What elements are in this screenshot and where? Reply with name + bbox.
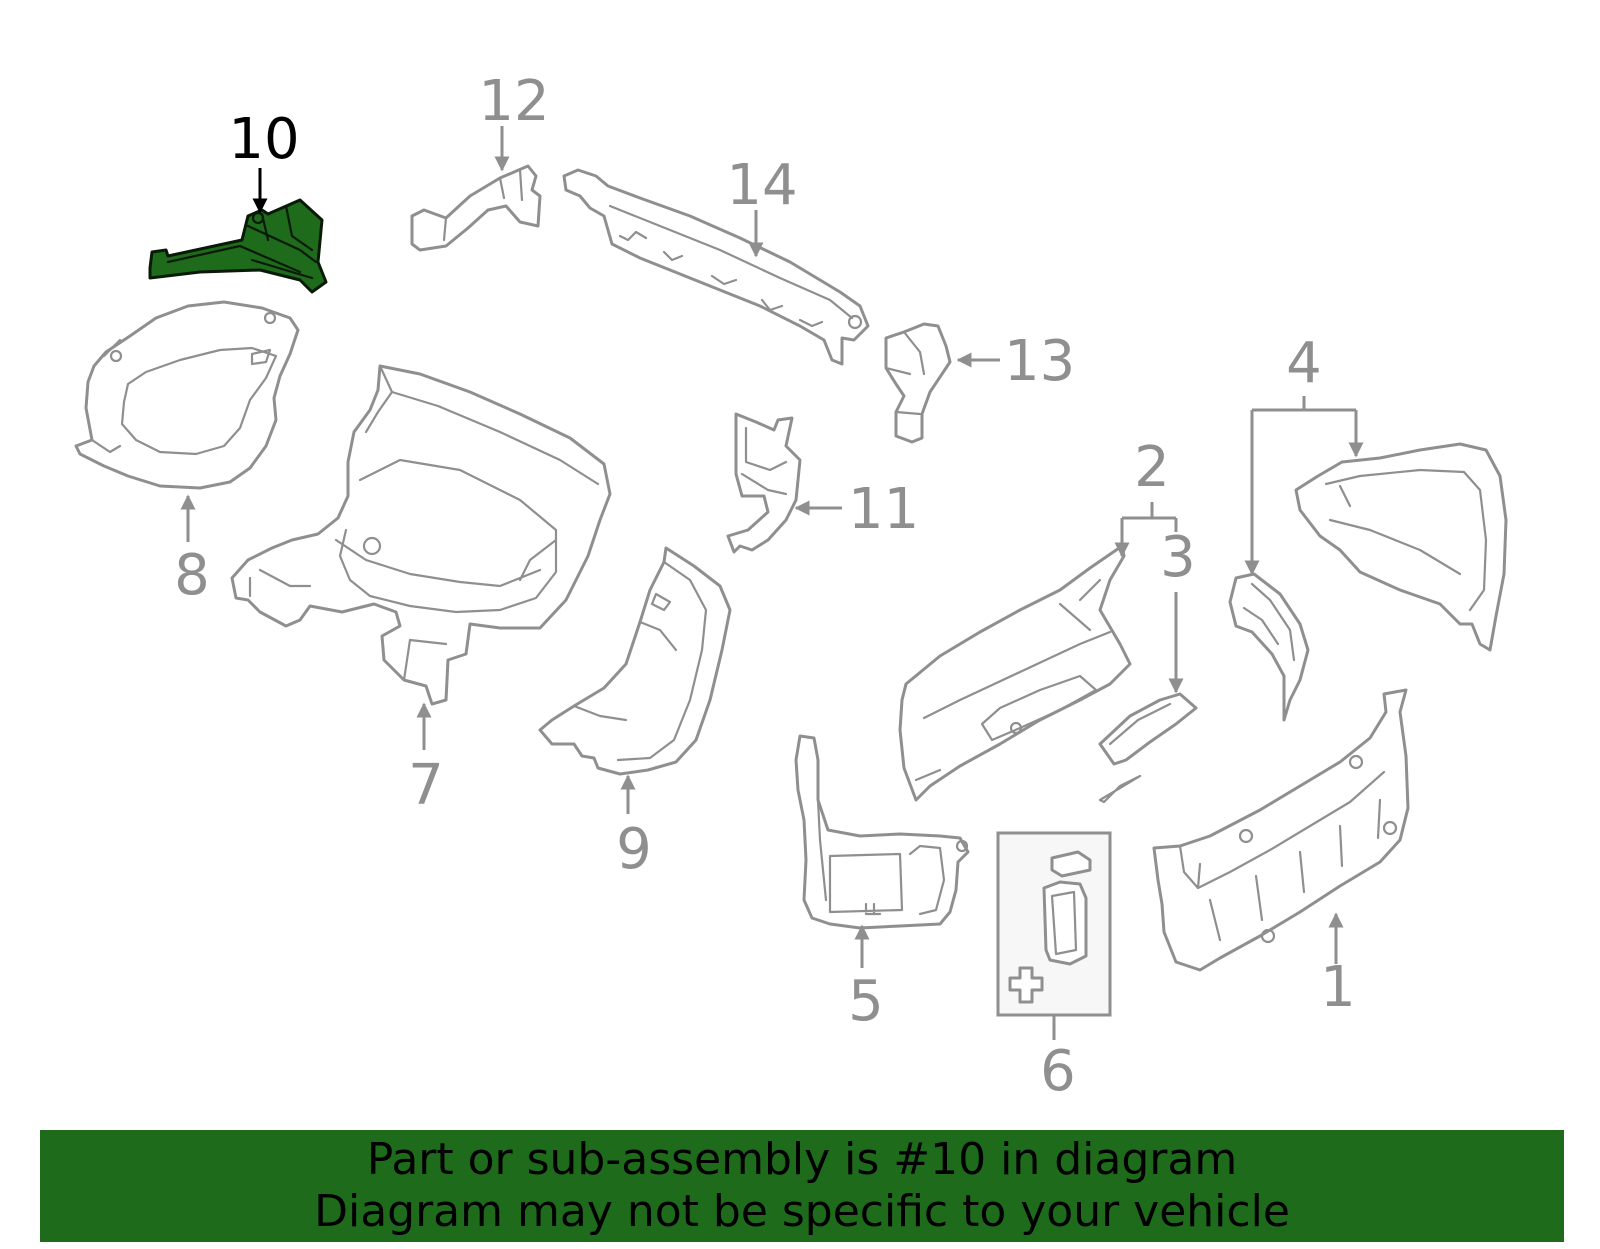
part-2-shape[interactable]	[898, 544, 1132, 802]
callout-9[interactable]: 9	[616, 817, 652, 882]
callout-2[interactable]: 2	[1134, 435, 1170, 500]
leader-4-bracket	[1250, 396, 1358, 572]
part-11-shape[interactable]	[726, 412, 802, 554]
callout-13[interactable]: 13	[1004, 329, 1075, 394]
part-14-shape[interactable]	[562, 168, 870, 366]
leader-2-bracket	[1120, 502, 1178, 554]
callout-5[interactable]: 5	[848, 969, 884, 1034]
callout-12[interactable]: 12	[478, 69, 549, 134]
callout-14[interactable]: 14	[726, 153, 797, 218]
banner-line-2: Diagram may not be specific to your vehi…	[314, 1186, 1290, 1237]
info-banner: Part or sub-assembly is #10 in diagram D…	[40, 1130, 1564, 1242]
callout-4[interactable]: 4	[1286, 331, 1322, 396]
part-12-shape[interactable]	[410, 164, 542, 252]
part-3-shape[interactable]	[1098, 692, 1198, 804]
callout-labels: 10 12 14 13 11 8 7 9 5 6 1 2 3 4	[174, 69, 1356, 1104]
part-4-shape[interactable]	[1228, 442, 1508, 722]
part-10-shape[interactable]	[148, 198, 328, 294]
callout-7[interactable]: 7	[408, 753, 444, 818]
part-9-shape[interactable]	[538, 546, 732, 776]
part-13-shape[interactable]	[884, 322, 952, 444]
callout-10[interactable]: 10	[228, 107, 299, 172]
part-8-shape[interactable]	[74, 300, 300, 490]
part-7-shape[interactable]	[230, 364, 612, 706]
callout-11[interactable]: 11	[848, 477, 919, 542]
callout-1[interactable]: 1	[1320, 955, 1356, 1020]
part-1-shape[interactable]	[1152, 688, 1410, 972]
callout-3[interactable]: 3	[1160, 525, 1196, 590]
callout-6[interactable]: 6	[1040, 1039, 1076, 1104]
part-5-shape[interactable]	[794, 734, 970, 930]
banner-line-1: Part or sub-assembly is #10 in diagram	[366, 1134, 1238, 1185]
leader-lines	[180, 126, 1364, 1040]
callout-8[interactable]: 8	[174, 543, 210, 608]
part-6-shape[interactable]	[996, 831, 1112, 1017]
